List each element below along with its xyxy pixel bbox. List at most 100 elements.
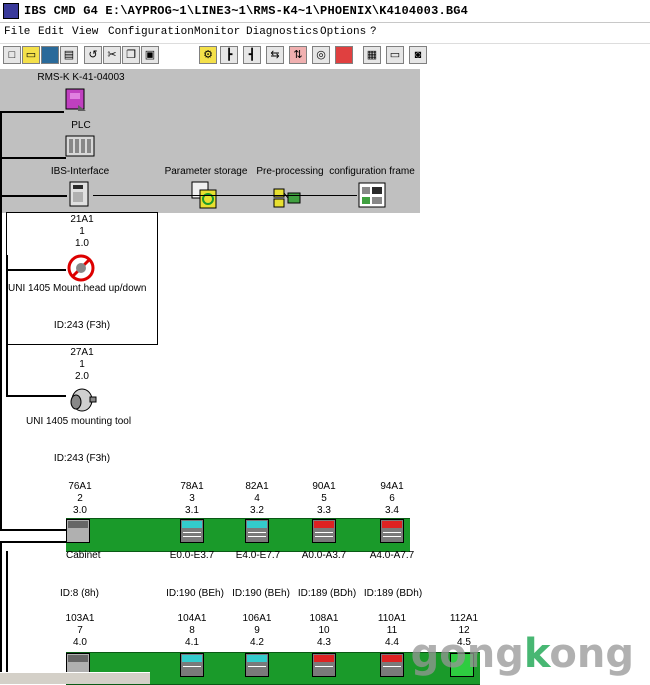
watermark-text: k [523, 631, 550, 677]
row2-tag: 106A1 [242, 613, 272, 624]
bus-line [6, 255, 8, 397]
dev1-addr: 1.0 [75, 238, 89, 249]
bus-line [0, 541, 2, 683]
new-icon[interactable]: □ [3, 46, 21, 64]
dev1-desc: UNI 1405 Mount.head up/down [8, 283, 147, 294]
row1-label: Cabinet [66, 550, 101, 561]
bus-line [2, 111, 64, 113]
disk-icon[interactable]: ◙ [409, 46, 427, 64]
row1-addr: 3.0 [73, 505, 87, 516]
menu-file[interactable]: File [4, 26, 31, 38]
parameter-storage-icon[interactable] [190, 180, 220, 210]
row1-id: ID:190 (BEh) [232, 588, 290, 599]
row2-tag: 112A1 [449, 613, 479, 624]
row1-tag: 78A1 [180, 481, 204, 492]
project-icon[interactable] [64, 87, 88, 113]
menu-view[interactable]: View [72, 26, 99, 38]
row2-addr: 4.2 [250, 637, 264, 648]
input-module[interactable] [180, 519, 204, 543]
title-bar: IBS CMD G4 E:\AYPROG~1\LINE3~1\RMS-K4~1\… [0, 0, 650, 23]
row1-num: 3 [189, 493, 195, 504]
bus-line [6, 551, 8, 683]
app-icon [3, 3, 19, 19]
insert-after-icon[interactable]: ┣ [220, 46, 238, 64]
output-module[interactable] [380, 653, 404, 677]
output-module[interactable] [312, 519, 336, 543]
bus-line-left [0, 111, 2, 281]
row2-num: 12 [458, 625, 470, 636]
module[interactable] [450, 653, 474, 677]
bus-line [0, 541, 66, 543]
watermark-text: ong [549, 631, 634, 677]
row1-label: A4.0-A7.7 [369, 550, 415, 561]
open-icon[interactable]: ▭ [22, 46, 40, 64]
input-module[interactable] [245, 519, 269, 543]
param-storage-label: Parameter storage [164, 166, 248, 177]
menu-help[interactable]: ? [370, 26, 377, 38]
cabinet-module[interactable] [66, 519, 90, 543]
row2-addr: 4.0 [73, 637, 87, 648]
row1-id: ID:189 (BDh) [297, 588, 357, 599]
bus-terminal-row-1 [66, 518, 410, 552]
dev2-id: ID:243 (F3h) [53, 453, 111, 464]
row1-addr: 3.1 [185, 505, 199, 516]
input-module[interactable] [245, 653, 269, 677]
row1-tag: 94A1 [380, 481, 404, 492]
paste-icon[interactable]: ▣ [141, 46, 159, 64]
bus-line [0, 529, 66, 531]
row2-addr: 4.5 [457, 637, 471, 648]
preprocessing-icon[interactable] [272, 185, 304, 209]
output-module[interactable] [312, 653, 336, 677]
insert-before-icon[interactable]: ┫ [243, 46, 261, 64]
toolbar: □ ▭ ▤ ↺ ✂ ❐ ▣ ⚙ ┣ ┫ ⇆ ⇅ ◎ ▦ ▭ ◙ [0, 43, 650, 68]
configuration-frame-icon[interactable] [357, 181, 387, 209]
dev2-num: 1 [79, 359, 85, 370]
forbidden-device-icon[interactable] [66, 253, 96, 283]
bus-scan-icon[interactable]: ⚙ [199, 46, 217, 64]
row2-num: 7 [77, 625, 83, 636]
row2-addr: 4.1 [185, 637, 199, 648]
row2-tag: 110A1 [377, 613, 407, 624]
taskbar [0, 672, 150, 684]
bus-line [2, 195, 67, 197]
plc-label: PLC [71, 120, 91, 131]
row1-id: ID:189 (BDh) [363, 588, 423, 599]
save-icon[interactable] [41, 46, 59, 64]
window-title: IBS CMD G4 E:\AYPROG~1\LINE3~1\RMS-K4~1\… [24, 4, 469, 18]
row1-id: ID:8 (8h) [60, 588, 99, 599]
bus-line [0, 281, 2, 529]
cut-icon[interactable]: ✂ [103, 46, 121, 64]
menu-diagnostics[interactable]: Diagnostics [246, 26, 319, 38]
menu-options[interactable]: Options [320, 26, 367, 38]
swap-icon[interactable]: ⇅ [289, 46, 307, 64]
row2-num: 11 [386, 625, 398, 636]
monitor-icon[interactable]: ▭ [386, 46, 404, 64]
bus-line [2, 157, 66, 159]
row1-tag: 82A1 [245, 481, 269, 492]
undo-icon[interactable]: ↺ [84, 46, 102, 64]
dev1-id: ID:243 (F3h) [53, 320, 111, 331]
plc-icon[interactable] [65, 134, 95, 158]
row1-addr: 3.2 [250, 505, 264, 516]
print-icon[interactable]: ▤ [60, 46, 78, 64]
copy-icon[interactable]: ❐ [122, 46, 140, 64]
row1-label: E4.0-E7.7 [235, 550, 281, 561]
dev1-num: 1 [79, 226, 85, 237]
menu-edit[interactable]: Edit [38, 26, 65, 38]
row1-num: 5 [321, 493, 327, 504]
ibs-interface-icon[interactable] [67, 180, 93, 208]
row2-num: 10 [318, 625, 330, 636]
grid-icon[interactable]: ▦ [363, 46, 381, 64]
input-module[interactable] [180, 653, 204, 677]
menu-configuration[interactable]: Configuration [108, 26, 194, 38]
row2-tag: 108A1 [309, 613, 339, 624]
find-icon[interactable]: ◎ [312, 46, 330, 64]
output-module[interactable] [380, 519, 404, 543]
menu-monitor[interactable]: Monitor [194, 26, 241, 38]
flag-icon[interactable] [335, 46, 353, 64]
row2-num: 8 [189, 625, 195, 636]
motor-icon[interactable] [66, 385, 98, 415]
replace-icon[interactable]: ⇆ [266, 46, 284, 64]
root-label: RMS-K K-41-04003 [37, 72, 125, 83]
dev2-desc: UNI 1405 mounting tool [26, 416, 132, 427]
